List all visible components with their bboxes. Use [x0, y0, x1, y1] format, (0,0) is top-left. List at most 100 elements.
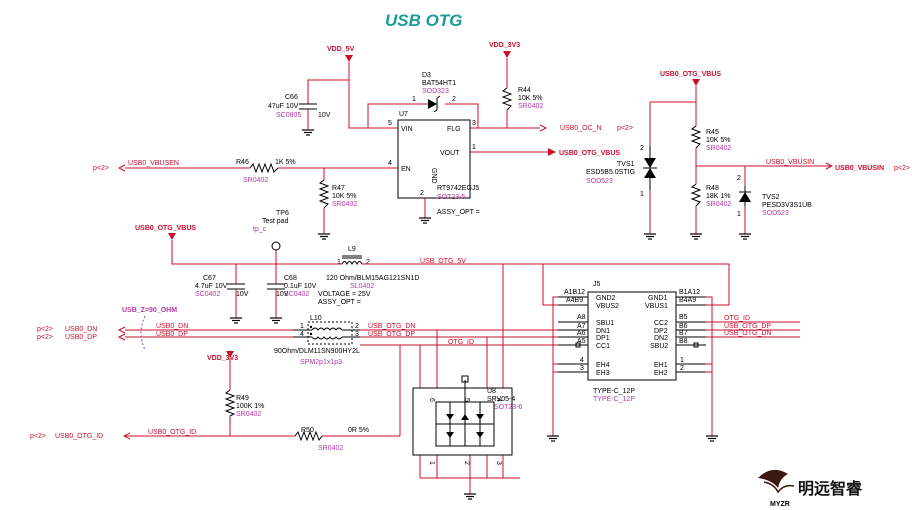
ferrite-l9: L9 1 2 120 Ohm/BLM15AG121SN1D SL0402 VOL… — [318, 246, 419, 306]
svg-text:TVS1: TVS1 — [617, 161, 635, 168]
arrow-id — [122, 432, 131, 440]
res-r50: R50 0R 5% SR0402 — [294, 427, 369, 452]
svg-text:DP1: DP1 — [596, 335, 610, 342]
svg-text:SR0402: SR0402 — [318, 445, 343, 452]
svg-text:A5: A5 — [577, 338, 586, 345]
ref-id: p<2> — [30, 433, 46, 440]
arrow-vbusen — [117, 164, 126, 172]
svg-text:5: 5 — [463, 398, 470, 402]
ref-dn: p<2> — [37, 326, 53, 333]
svg-text:B5: B5 — [679, 314, 688, 321]
svg-text:4: 4 — [495, 398, 502, 402]
net-otg-id-r: OTG_ID — [724, 315, 750, 322]
svg-text:R49: R49 — [236, 395, 249, 402]
svg-text:SBU1: SBU1 — [596, 320, 614, 327]
svg-text:VBUS1: VBUS1 — [645, 303, 668, 310]
svg-text:SC0402: SC0402 — [284, 291, 309, 298]
svg-text:100K 1%: 100K 1% — [236, 403, 264, 410]
logo-text: 明远智睿 — [798, 479, 863, 498]
svg-text:D3: D3 — [422, 72, 431, 79]
svg-text:L9: L9 — [348, 246, 356, 253]
svg-text:A1B12: A1B12 — [564, 289, 585, 296]
ic-u7: 5 VIN FLG 3 VOUT 1 4 EN GND 2 U7 RT9742E… — [388, 111, 480, 216]
net-otg-id: OTG_ID — [448, 339, 474, 346]
cap-c66: C66 47uF 10V SC0805 10V — [268, 94, 331, 130]
svg-text:1: 1 — [300, 323, 304, 330]
svg-text:SC0402: SC0402 — [195, 291, 220, 298]
svg-text:VBUS2: VBUS2 — [596, 303, 619, 310]
svg-text:VOUT: VOUT — [440, 150, 460, 157]
svg-text:2: 2 — [640, 145, 644, 152]
svg-text:10K 5%: 10K 5% — [706, 137, 731, 144]
company-logo: 明远智睿 MYZR — [758, 469, 863, 508]
svg-text:tp_c: tp_c — [253, 226, 267, 233]
svg-text:1: 1 — [737, 211, 741, 218]
svg-text:1: 1 — [640, 191, 644, 198]
net-usb0-dp: USB0_DP — [65, 334, 97, 341]
svg-text:U8: U8 — [487, 388, 496, 395]
svg-text:ASSY_OPT =: ASSY_OPT = — [318, 299, 361, 306]
svg-text:SOD323: SOD323 — [422, 88, 449, 95]
svg-text:TYPE-C_12P: TYPE-C_12P — [593, 388, 635, 395]
svg-text:10K 5%: 10K 5% — [332, 193, 357, 200]
svg-text:90Ohm/DLM11SN900HY2L: 90Ohm/DLM11SN900HY2L — [274, 348, 360, 355]
svg-text:3: 3 — [495, 461, 502, 465]
svg-text:EH2: EH2 — [654, 370, 668, 377]
svg-text:47uF 10V: 47uF 10V — [268, 103, 299, 110]
svg-text:1: 1 — [428, 461, 435, 465]
net-vdd3v3-top: VDD_3V3 — [489, 42, 520, 49]
svg-text:GND2: GND2 — [596, 295, 616, 302]
net-otg-vbus-mid: USB0_OTG_VBUS — [559, 150, 620, 157]
svg-text:R46: R46 — [236, 159, 249, 166]
svg-text:EN: EN — [401, 166, 411, 173]
svg-text:BAT54HT1: BAT54HT1 — [422, 80, 456, 87]
svg-text:2: 2 — [420, 190, 424, 197]
power-flags: VDD_5V VDD_3V3 USB0_OTG_VBUS USB0_OTG_VB… — [135, 42, 721, 362]
svg-text:FLG: FLG — [447, 126, 461, 133]
svg-text:2: 2 — [366, 259, 370, 266]
net-vbusen: USB0_VBUSEN — [128, 160, 179, 167]
svg-text:2: 2 — [452, 96, 456, 103]
cap-c68: C68 0.1uF 10V SC0402 10V — [267, 275, 317, 298]
net-usb0-dn: USB0_DN — [65, 326, 97, 333]
net-otg-5v: USB_OTG_5V — [420, 258, 466, 265]
svg-text:SR0402: SR0402 — [243, 177, 268, 184]
svg-text:R47: R47 — [332, 185, 345, 192]
svg-text:5: 5 — [388, 120, 392, 127]
svg-text:120 Ohm/BLM15AG121SN1D: 120 Ohm/BLM15AG121SN1D — [326, 275, 419, 282]
svg-text:2: 2 — [680, 365, 684, 372]
res-r44: R44 10K 5% SR0402 — [501, 87, 543, 111]
net-vdd5v: VDD_5V — [327, 46, 355, 53]
res-r47: R47 10K 5% SR0402 — [318, 179, 357, 209]
tvs-tvs1: 2 1 TVS1 ESD5B5.0STIG SOD523 — [586, 145, 657, 198]
net-vbusin: USB0_VBUSIN — [766, 159, 814, 166]
svg-text:3: 3 — [580, 365, 584, 372]
svg-text:A8: A8 — [577, 314, 586, 321]
svg-text:3: 3 — [472, 120, 476, 127]
diff-pair-mark — [140, 315, 146, 351]
svg-text:GND1: GND1 — [648, 295, 668, 302]
svg-text:2: 2 — [737, 175, 741, 182]
svg-text:SOT23-6: SOT23-6 — [494, 404, 523, 411]
net-vbusin-right: USB0_VBUSIN — [835, 165, 884, 172]
svg-text:R44: R44 — [518, 87, 531, 94]
svg-text:SPM2p1x1p3: SPM2p1x1p3 — [300, 359, 342, 366]
svg-text:L10: L10 — [310, 315, 322, 322]
svg-text:A4B9: A4B9 — [566, 297, 583, 304]
svg-text:DP2: DP2 — [654, 328, 668, 335]
net-otg-vbus-left: USB0_OTG_VBUS — [135, 225, 196, 232]
grounds — [229, 129, 752, 500]
svg-text:1: 1 — [412, 96, 416, 103]
tvs-tvs2: 2 1 TVS2 PESD3V3S1UB SOD523 — [737, 175, 812, 218]
logo-mark-icon — [758, 469, 788, 488]
diode-d3: D3 BAT54HT1 SOD323 1 2 — [412, 72, 456, 113]
net-vdd3v3-left: VDD_3V3 — [207, 355, 238, 362]
svg-text:B6: B6 — [679, 323, 688, 330]
net-oc-n: USB0_OC_N — [560, 125, 602, 132]
svg-text:SR0402: SR0402 — [236, 411, 261, 418]
net-otg-vbus-tr: USB0_OTG_VBUS — [660, 71, 721, 78]
svg-text:U7: U7 — [399, 111, 408, 118]
svg-text:A6: A6 — [577, 330, 586, 337]
svg-text:TP6: TP6 — [276, 210, 289, 217]
svg-text:DN2: DN2 — [654, 335, 668, 342]
